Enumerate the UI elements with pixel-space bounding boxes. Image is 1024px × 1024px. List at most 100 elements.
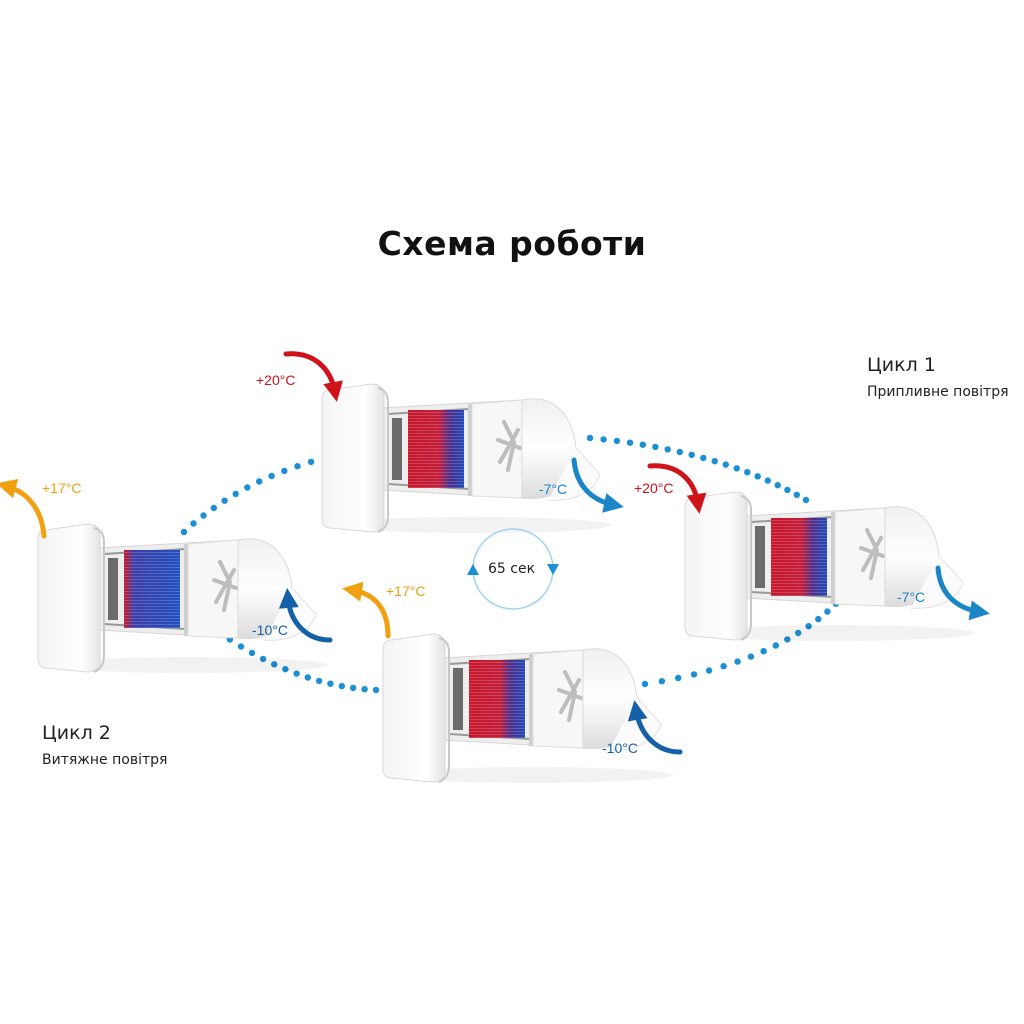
unit-shadow: [48, 657, 328, 673]
flow-dot: [293, 670, 300, 677]
flow-dot: [675, 674, 682, 682]
dots-top-left-to-left-unit: [180, 454, 329, 536]
flow-dot: [200, 512, 207, 519]
cycle1-subtitle: Припливне повітря: [867, 384, 1009, 400]
flow-dot: [688, 451, 695, 458]
cycle1-title: Цикл 1: [867, 354, 936, 376]
front-panel-edge: [93, 527, 105, 673]
flow-dot: [307, 458, 315, 466]
flow-dot: [190, 520, 197, 527]
flow-dot: [764, 477, 771, 484]
flow-dot: [824, 608, 831, 615]
flow-dot: [652, 443, 659, 451]
flow-dot: [793, 491, 800, 498]
flow-dot: [259, 655, 267, 663]
unit-motor-block: [392, 418, 402, 480]
flow-dot: [784, 486, 791, 494]
front-panel-edge: [740, 495, 752, 641]
flow-dot: [734, 658, 741, 665]
flow-dot: [349, 684, 357, 692]
flow-dot: [676, 448, 683, 456]
flow-arrows: [0, 351, 990, 755]
flow-dot: [304, 674, 311, 681]
arrow-right-in-warm: [647, 463, 707, 514]
fan-blades-icon: [859, 528, 885, 580]
dots-top-unit-to-right-unit: [586, 434, 810, 504]
flow-dot: [639, 441, 646, 448]
flow-dot: [722, 461, 729, 468]
flow-dot: [815, 615, 822, 623]
cycle-timer: [467, 528, 559, 610]
timer-up-arrow-icon: [467, 564, 479, 575]
flow-dot: [772, 642, 779, 649]
unit-shadow: [393, 767, 673, 783]
flow-dot: [237, 643, 245, 650]
temp-right-out: -7°C: [897, 589, 926, 605]
cycle2-title: Цикл 2: [42, 722, 111, 744]
heat-exchanger-texture: [124, 550, 180, 628]
arrow-top-in-warm: [283, 351, 343, 402]
front-panel-edge: [377, 387, 389, 533]
dotted-flow-paths: [180, 434, 862, 694]
flow-dot: [271, 661, 278, 668]
flow-dot: [600, 436, 607, 443]
unit-motor-block: [755, 526, 765, 588]
flow-dot: [747, 653, 755, 660]
flow-dot: [281, 467, 288, 475]
front-panel-edge: [438, 637, 450, 783]
flow-dot: [315, 677, 323, 685]
flow-dot: [805, 623, 812, 630]
page-title: Схема роботи: [377, 224, 647, 263]
fan-blades-icon: [557, 670, 583, 722]
flow-dot: [256, 478, 263, 485]
flow-dot: [180, 528, 188, 536]
arrow-left-in-cold: [278, 588, 333, 643]
heat-exchanger-texture: [771, 518, 827, 596]
flow-dot: [774, 482, 781, 489]
flow-dot: [361, 686, 368, 693]
flow-dot: [248, 649, 256, 657]
unit-motor-block: [108, 558, 118, 620]
arrow-bottom-in-cold: [627, 700, 683, 755]
ventilator-unit-right: [684, 491, 975, 641]
flow-dot: [733, 465, 740, 472]
fan-blades-icon: [212, 560, 238, 612]
timer-down-arrow-icon: [547, 564, 559, 575]
unit-partition: [831, 512, 835, 604]
temp-left-out: +17°C: [42, 480, 82, 496]
flow-dot: [372, 686, 380, 694]
flow-dot: [658, 678, 666, 685]
ventilator-unit-top: [321, 383, 612, 533]
flow-dot: [338, 682, 345, 690]
flow-dot: [268, 472, 275, 480]
temp-bottom-out: +17°C: [386, 583, 426, 599]
flow-dot: [720, 663, 727, 670]
flow-dot: [711, 458, 718, 465]
front-panel: [37, 523, 101, 673]
unit-partition: [184, 544, 188, 636]
arrow-left-out-warm: [0, 478, 47, 539]
fan-blades-icon: [496, 420, 522, 472]
flow-dot: [784, 636, 791, 643]
flow-dot: [626, 439, 634, 446]
flow-dot: [700, 454, 707, 462]
ventilator-unit-bottom: [382, 633, 673, 783]
flow-dot: [282, 666, 289, 673]
cycle2-subtitle: Витяжне повітря: [42, 752, 168, 768]
timer-label: 65 сек: [488, 561, 536, 577]
flow-dot: [210, 504, 217, 512]
front-panel: [382, 633, 446, 783]
flow-dot: [294, 463, 301, 470]
temp-right-in: +20°C: [634, 480, 674, 496]
flow-dot: [705, 667, 713, 674]
unit-shadow: [332, 517, 612, 533]
temp-top-out: -7°C: [539, 481, 568, 497]
flow-dot: [690, 671, 698, 678]
temp-left-in: -10°C: [252, 622, 288, 638]
flow-dot: [232, 490, 239, 498]
unit-shadow: [695, 625, 975, 641]
flow-dot: [221, 497, 228, 504]
flow-dot: [641, 680, 649, 688]
arrow-top-out-cold: [571, 457, 624, 513]
